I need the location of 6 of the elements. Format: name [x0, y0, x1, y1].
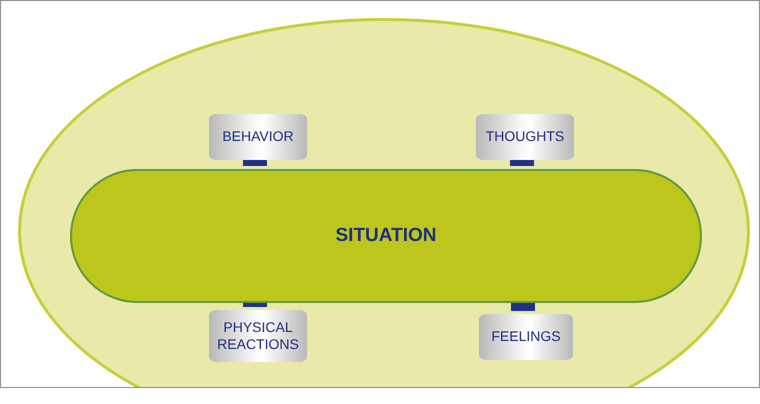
situation-pill: SITUATION [70, 169, 702, 303]
cylinder-box: PHYSICAL REACTIONS [209, 310, 307, 362]
cylinder-box: FEELINGS [479, 314, 573, 360]
cylinder-box: THOUGHTS [476, 114, 574, 160]
connector [511, 300, 535, 311]
cylinder-box: BEHAVIOR [209, 114, 307, 160]
